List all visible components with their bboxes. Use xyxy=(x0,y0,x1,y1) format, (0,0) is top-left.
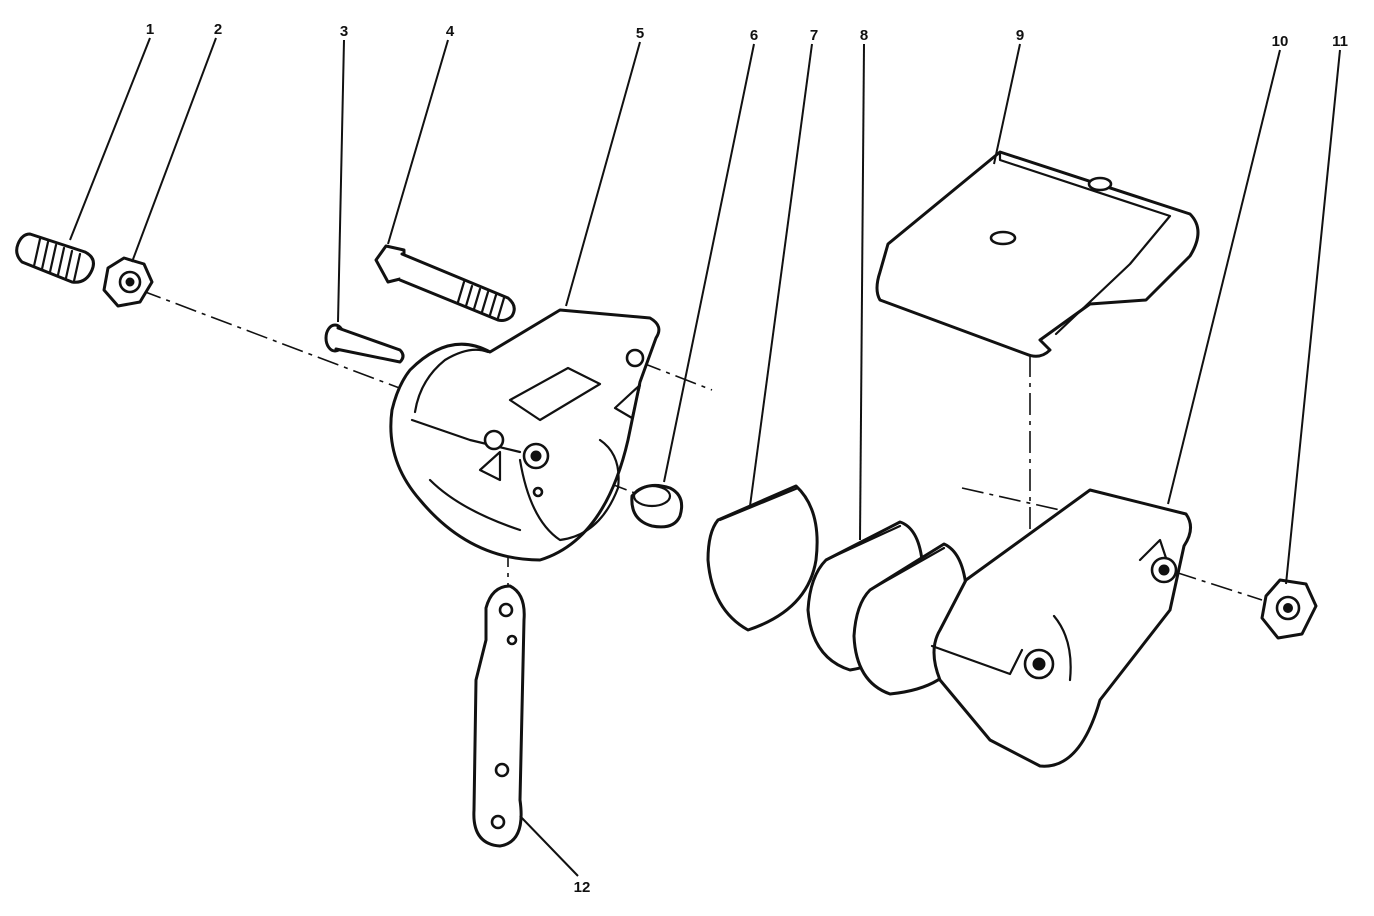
part-12-link-arm xyxy=(472,584,526,848)
part-10-caliper-body xyxy=(930,488,1192,768)
part-11-hex-nut xyxy=(1260,578,1318,640)
callout-9: 9 xyxy=(1016,27,1024,44)
part-2-hex-nut xyxy=(102,256,154,308)
part-3-pin xyxy=(324,323,405,364)
part-1-set-screw xyxy=(15,232,95,284)
leader-lines xyxy=(69,37,1341,877)
callout-7: 7 xyxy=(810,27,818,44)
part-5-caliper-housing xyxy=(389,308,661,562)
callout-labels: 1 2 3 4 5 6 7 8 9 10 11 12 xyxy=(146,21,1348,896)
callout-3: 3 xyxy=(340,23,348,40)
callout-6: 6 xyxy=(750,27,758,44)
callout-2: 2 xyxy=(214,21,222,38)
callout-12: 12 xyxy=(574,879,591,896)
part-7-brake-pad xyxy=(706,484,819,632)
callout-1: 1 xyxy=(146,21,154,38)
part-9-bracket xyxy=(875,150,1200,358)
part-6-piston xyxy=(630,483,684,529)
part-4-long-bolt xyxy=(374,244,516,322)
callout-11: 11 xyxy=(1332,33,1348,50)
callout-4: 4 xyxy=(446,23,455,40)
callout-8: 8 xyxy=(860,27,868,44)
callout-5: 5 xyxy=(636,25,644,42)
callout-10: 10 xyxy=(1272,33,1289,50)
